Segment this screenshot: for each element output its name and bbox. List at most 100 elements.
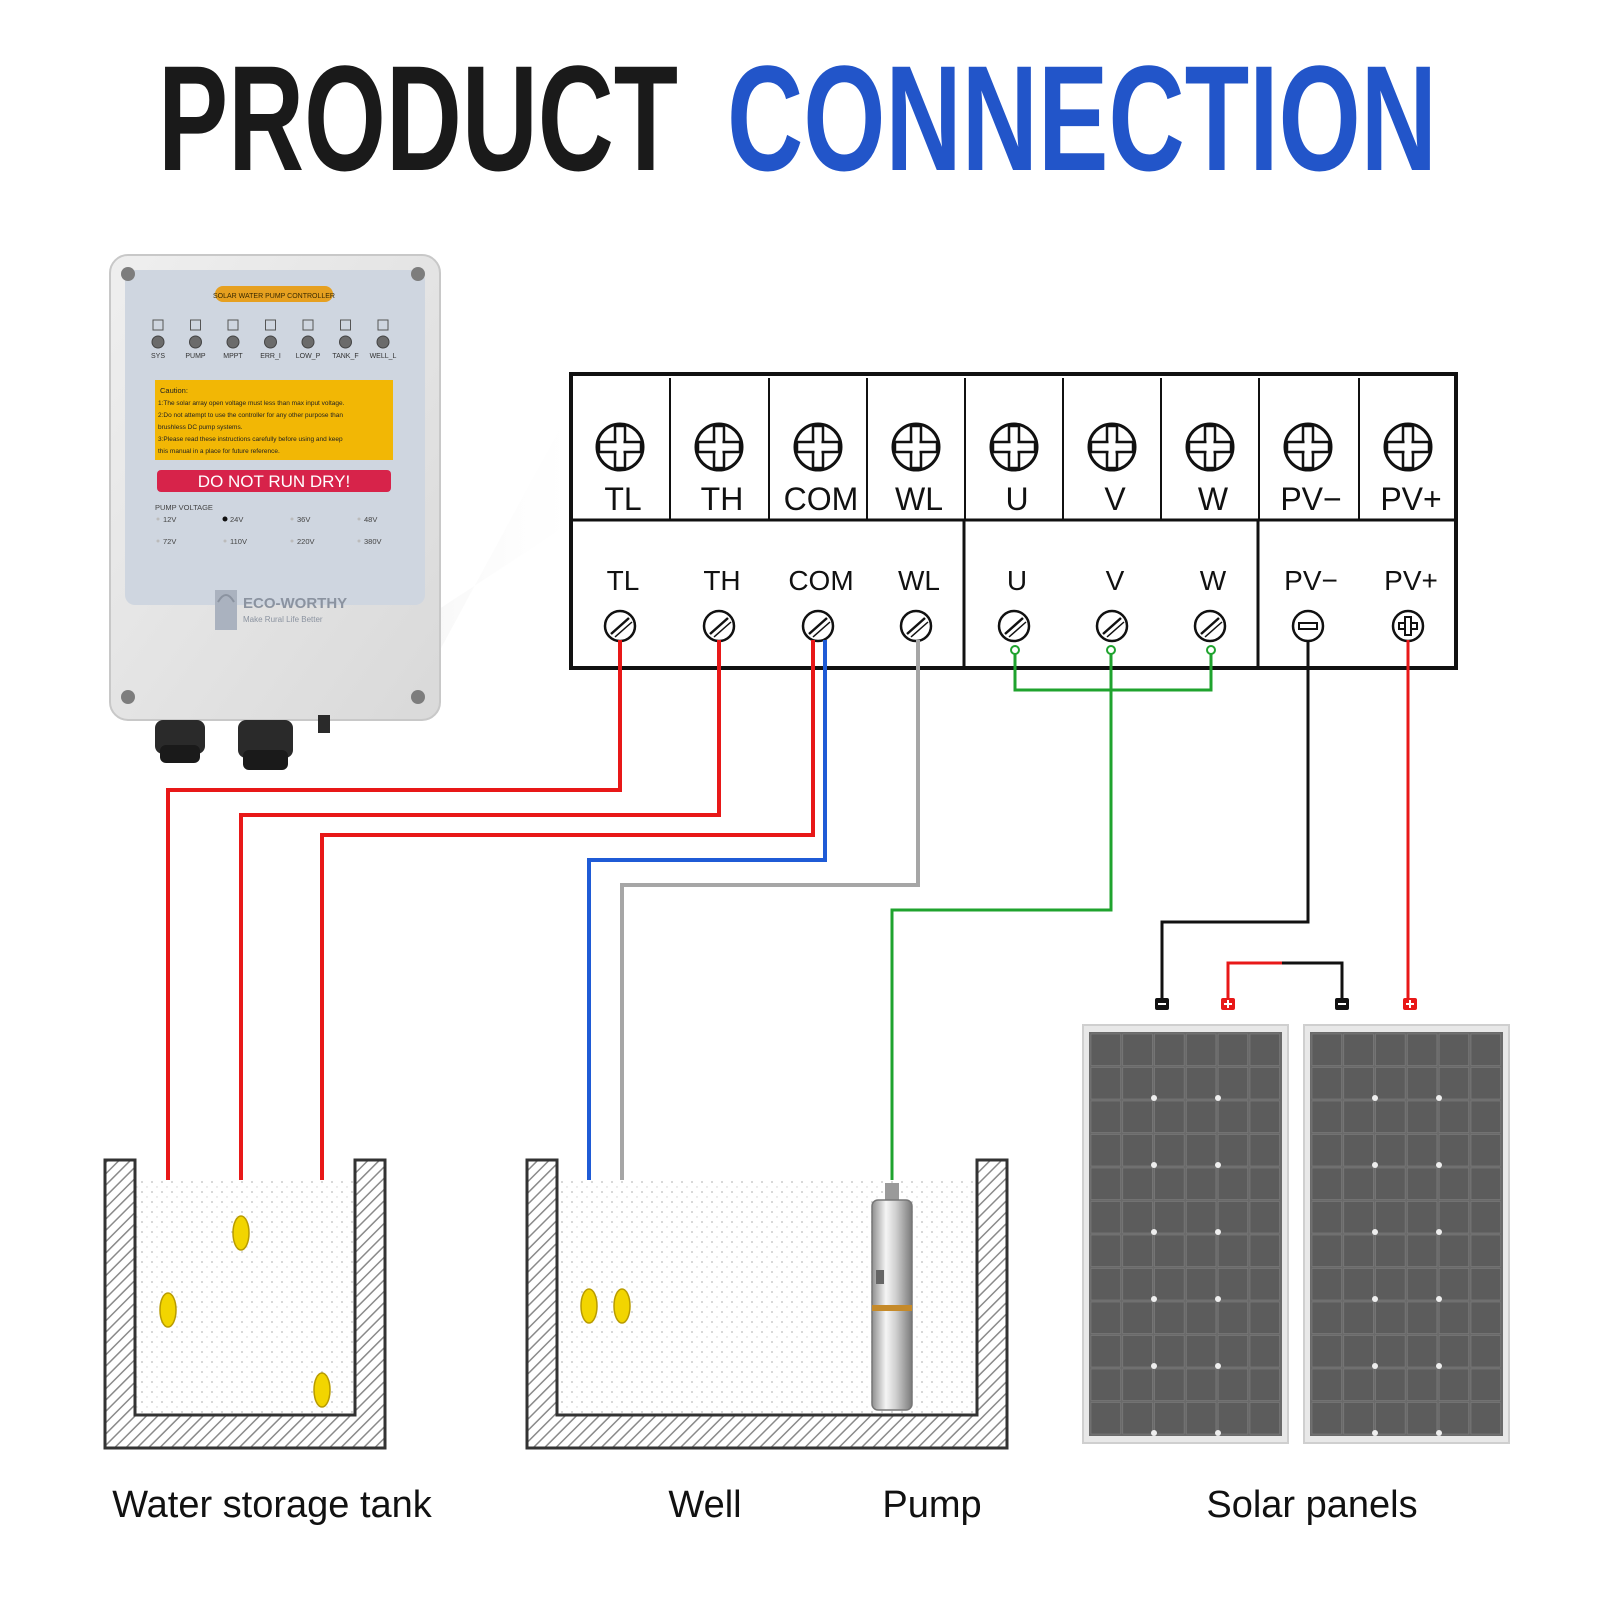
negative-terminal-icon [1335,998,1349,1010]
wire-panel-link-black [1282,961,1344,998]
wire-wl [620,640,920,1300]
level-sensor-icon [580,1288,598,1324]
level-sensor-icon [232,1215,250,1251]
indicator-label: ERR_I [260,353,281,360]
terminal-label-bottom: PV+ [1384,565,1438,596]
voltage-option: 24V [230,515,243,524]
wire-th [239,640,721,1235]
cable-gland-icon [238,720,293,770]
solar-panels [1082,998,1510,1444]
indicator-low-p: LOW_P [296,319,321,360]
voltage-option: 380V [364,537,382,546]
terminal-w: WW [1185,422,1235,643]
terminal-v: VV [1087,422,1137,643]
terminal-pv-neg: PV− PV− [1280,422,1342,643]
voltage-dot [290,517,294,521]
caution-line: 3:Please read these instructions careful… [158,436,343,443]
caption-water-storage-tank: Water storage tank [112,1484,433,1526]
brand-logo [215,590,237,630]
wire-com-red [320,640,815,1390]
terminal-pv-pos: PV+ PV+ [1380,422,1442,643]
voltage-option: 48V [364,515,377,524]
indicator-err-i: ERR_I [260,319,281,360]
wire-com-blue [587,640,827,1300]
caution-line: 1:The solar array open voltage must less… [158,400,345,407]
terminal-label-top: V [1104,481,1126,517]
terminal-th: TH TH [694,422,744,643]
title-word-connection: CONNECTION [727,34,1437,202]
voltage-option: 110V [230,537,247,546]
indicator-label: LOW_P [296,353,321,360]
caution-line: this manual in a place for future refere… [158,448,280,455]
positive-terminal-icon [1403,998,1417,1010]
caption-solar-panels: Solar panels [1206,1484,1417,1526]
caution-line: brushless DC pump systems. [158,424,243,431]
terminal-label-top: WL [895,481,943,517]
terminal-label-bottom: TL [607,565,640,596]
indicator-pump: PUMP [185,319,206,360]
well [525,1158,1009,1450]
level-sensor-icon [159,1292,177,1328]
indicator-well-l: WELL_L [370,319,397,360]
wire-pv-neg [1160,640,1310,998]
indicator-tank-f: TANK_F [332,319,359,360]
terminal-tl: TL TL [595,422,645,643]
caution-line: 2:Do not attempt to use the controller f… [158,412,343,419]
indicator-label: PUMP [185,353,206,360]
terminal-label-top: PV− [1280,481,1341,517]
voltage-option: 36V [297,515,310,524]
voltage-option: 220V [297,537,315,546]
voltage-dot [156,517,160,521]
terminal-label-top: W [1198,481,1229,517]
terminal-label-bottom: TH [703,565,740,596]
solar-panel [1303,1024,1510,1444]
voltage-dot [222,516,228,522]
voltage-dot [357,517,361,521]
wire-u-w-bridge [1013,650,1213,692]
water-storage-tank [103,1158,387,1450]
label-plate-text: SOLAR WATER PUMP CONTROLLER [213,293,335,300]
brand-slogan: Make Rural Life Better [243,615,323,624]
terminal-label-top: PV+ [1380,481,1441,517]
solar-panel [1082,1024,1289,1444]
terminal-label-top: COM [784,481,859,517]
cable-gland-icon [155,720,205,763]
terminal-label-bottom: PV− [1284,565,1338,596]
voltage-dot [357,539,361,543]
terminal-label-top: TH [701,481,744,517]
warning-banner [157,470,391,492]
indicator-mppt: MPPT [223,319,243,360]
terminal-label-bottom: W [1200,565,1227,596]
terminal-label-bottom: V [1106,565,1125,596]
indicator-sys: SYS [151,319,165,360]
controller-unit: SOLAR WATER PUMP CONTROLLER SYS PUMP MPPT E… [109,254,575,770]
submersible-pump [871,1183,913,1411]
voltage-option: 72V [163,537,176,546]
voltage-dot [290,539,294,543]
positive-terminal-icon [1221,998,1235,1010]
terminal-label-bottom: U [1007,565,1027,596]
screw-icon [411,690,425,704]
caution-title: Caution: [160,386,188,395]
terminal-label-bottom: COM [788,565,853,596]
wire-tl [166,640,622,1315]
terminal-u: UU [989,422,1039,643]
terminal-label-top: U [1005,481,1028,517]
terminal-label-top: TL [604,481,641,517]
caution-box [155,380,393,460]
voltage-options: 12V 24V 36V 48V 72V 110V 220V 380V [156,515,382,546]
voltage-dot [223,539,227,543]
brand-name: ECO-WORTHY [243,595,347,612]
indicator-label: TANK_F [332,353,358,360]
pump-voltage-label: PUMP VOLTAGE [155,503,213,512]
indicator-row: SYS PUMP MPPT ERR_I LOW_P TANK_F WELL_L [151,319,397,360]
negative-terminal-icon [1155,998,1169,1010]
indicator-label: MPPT [223,353,243,360]
voltage-option: 12V [163,515,176,524]
caution-lines: 1:The solar array open voltage must less… [158,400,345,455]
caption-well: Well [668,1484,741,1526]
terminal-com: COM COM [784,422,859,643]
